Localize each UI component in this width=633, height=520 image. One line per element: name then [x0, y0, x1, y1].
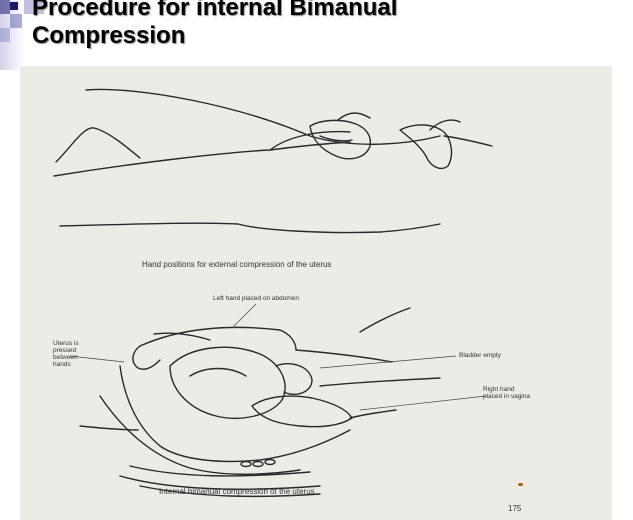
label-bladder: Bladder empty: [459, 352, 501, 359]
right-hand-top: [399, 124, 453, 170]
label-right-hand: Right hand placed in vagina: [483, 386, 530, 400]
instrument: [359, 307, 411, 333]
body-outline-lower: [53, 141, 351, 177]
slide-title-line1: Procedure for internal Bimanual: [32, 0, 398, 21]
caption-external-compression: Hand positions for external compression …: [142, 260, 332, 269]
label-left-hand: Left hand placed on abdomen: [213, 295, 300, 302]
right-arm: [349, 409, 397, 419]
pelvis-outline: [119, 365, 351, 463]
smudge-mark: [518, 483, 523, 486]
knee-outline: [55, 127, 141, 163]
abdomen-contour: [295, 349, 393, 363]
back-outline: [59, 222, 441, 234]
slide-title: Procedure for internal Bimanual Compress…: [10, 0, 397, 50]
scanned-figure: Hand positions for external compression …: [20, 66, 612, 520]
page-number: 175: [508, 504, 522, 513]
label-uterus: Uterus is pressed between hands: [53, 340, 79, 368]
arm-upper: [139, 326, 297, 351]
hand-left-abdomen: [132, 345, 161, 370]
title-decoration: [0, 0, 633, 70]
left-hand-top: [309, 119, 372, 160]
bladder: [275, 362, 313, 396]
slide-title-line2: Compression: [32, 22, 186, 49]
abdomen-outline: [269, 130, 351, 151]
caption-internal-compression: Internal bimanual compression of the ute…: [159, 487, 315, 496]
right-hand-vagina: [251, 395, 353, 428]
bullet-icon: [10, 2, 18, 10]
figure-illustration: [53, 88, 493, 498]
body-outline-upper: [85, 88, 441, 145]
uterus: [169, 346, 286, 419]
